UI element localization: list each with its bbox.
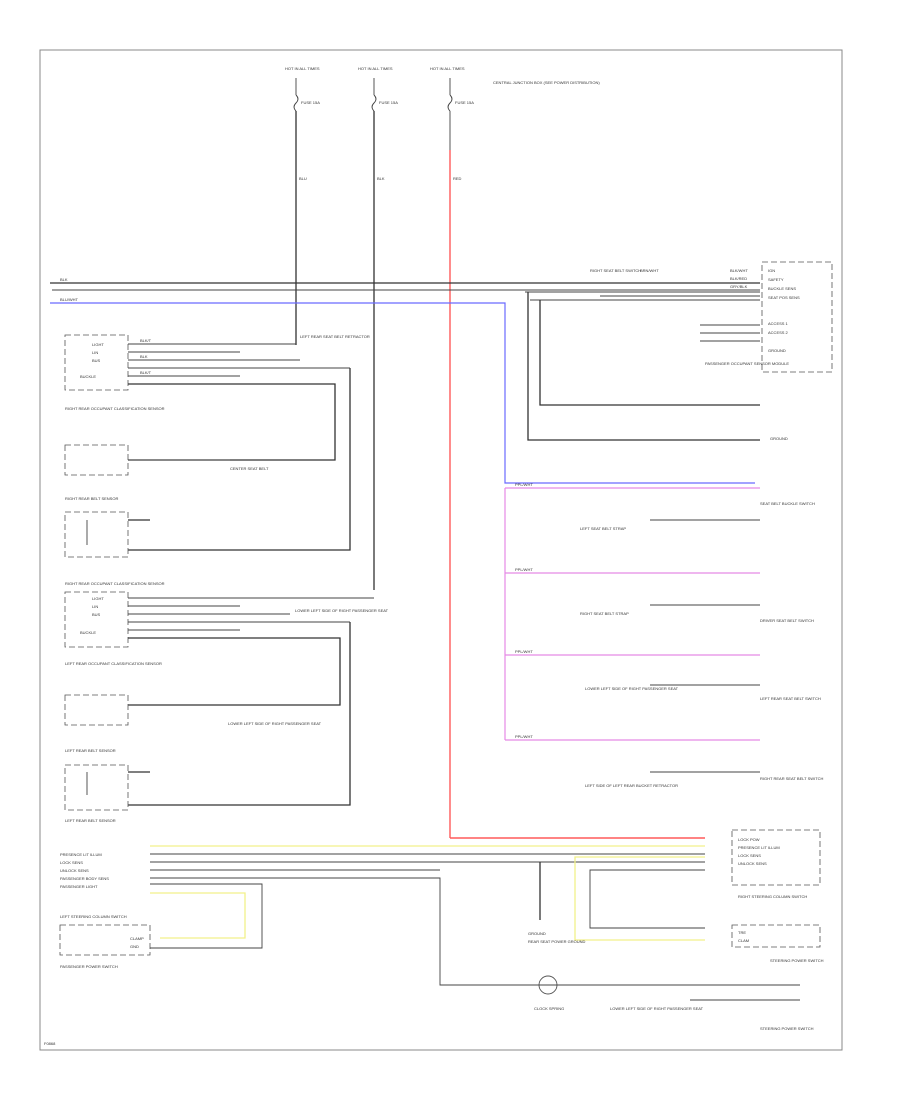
svg-text:SEAT POS SENS: SEAT POS SENS — [768, 295, 800, 300]
svg-text:CLAMP: CLAMP — [130, 936, 144, 941]
left-section-title-4: LEFT REAR BELT SENSOR — [65, 748, 116, 753]
fuse-1-hot-label: HOT IN ALL TIMES — [285, 66, 320, 71]
svg-text:DRIVER SEAT BELT SWITCH: DRIVER SEAT BELT SWITCH — [760, 618, 814, 623]
left-section-2: RIGHT REAR OCCUPANT CLASSIFICATION SENSO… — [64, 581, 389, 806]
svg-text:LOCK POW: LOCK POW — [738, 837, 760, 842]
fuse-box-note: CENTRAL JUNCTION BOX (SEE POWER DISTRIBU… — [493, 80, 600, 85]
svg-text:CLAM: CLAM — [738, 938, 749, 943]
svg-text:ACCESS 2: ACCESS 2 — [768, 330, 789, 335]
svg-text:BLK/RED: BLK/RED — [730, 276, 747, 281]
fuse-3-hot-label: HOT IN ALL TIMES — [430, 66, 465, 71]
svg-text:TRE: TRE — [738, 930, 746, 935]
svg-text:PASSENGER OCCUPANT SENSOR MODU: PASSENGER OCCUPANT SENSOR MODULE — [705, 361, 789, 366]
diagram-frame — [39, 49, 843, 1051]
svg-text:BUCKLE: BUCKLE — [80, 374, 96, 379]
svg-text:RIGHT STEERING COLUMN SWITCH: RIGHT STEERING COLUMN SWITCH — [738, 894, 807, 899]
svg-text:LEFT REAR SEAT BELT RETRACTOR: LEFT REAR SEAT BELT RETRACTOR — [300, 334, 370, 339]
svg-text:LIGHT: LIGHT — [92, 596, 104, 601]
svg-text:BLK/WHT: BLK/WHT — [730, 268, 748, 273]
fuse-1-wire-label: BLU — [299, 176, 307, 181]
svg-text:GROUND: GROUND — [770, 436, 788, 441]
svg-text:LIN: LIN — [92, 350, 98, 355]
ground-point: GROUND REAR SEAT POWER GROUND — [528, 862, 586, 944]
svg-text:BUS: BUS — [92, 358, 101, 363]
svg-text:GND: GND — [130, 944, 139, 949]
right-switch-1: PPL/WHT LEFT SEAT BELT STRAP SEAT BELT B… — [505, 482, 815, 531]
svg-text:BUS: BUS — [92, 612, 101, 617]
fuse-column-1: HOT IN ALL TIMES FUSE 15A BLU — [285, 66, 320, 345]
svg-text:PPL/WHT: PPL/WHT — [515, 649, 533, 654]
svg-text:UNLOCK SENS: UNLOCK SENS — [738, 861, 767, 866]
top-bus-right-label: RIGHT SEAT BELT SWITCH — [590, 268, 641, 273]
svg-text:CLOCK SPRING: CLOCK SPRING — [534, 1006, 564, 1011]
svg-text:LOCK SENS: LOCK SENS — [60, 860, 83, 865]
svg-text:BUCKLE: BUCKLE — [80, 630, 96, 635]
svg-text:PASSENGER BODY SENS: PASSENGER BODY SENS — [60, 876, 109, 881]
svg-text:ACCESS 1: ACCESS 1 — [768, 321, 789, 326]
top-bus-left-label: BLK — [60, 277, 68, 282]
right-switch-4: PPL/WHT LEFT SIDE OF LEFT REAR BUCKET RE… — [505, 734, 824, 788]
svg-text:LIGHT: LIGHT — [92, 342, 104, 347]
left-section-title-3: LEFT REAR OCCUPANT CLASSIFICATION SENSOR — [65, 661, 162, 666]
fuse-2-label: FUSE 15A — [379, 100, 398, 105]
svg-text:PASSENGER LIGHT: PASSENGER LIGHT — [60, 884, 98, 889]
svg-text:STEERING POWER SWITCH: STEERING POWER SWITCH — [760, 1026, 814, 1031]
fuse-column-2: HOT IN ALL TIMES FUSE 15A BLK — [358, 66, 398, 590]
fuse-1-label: FUSE 15A — [301, 100, 320, 105]
fuse-2-wire-label: BLK — [377, 176, 385, 181]
svg-text:LOWER LEFT SIDE OF RIGHT PASSE: LOWER LEFT SIDE OF RIGHT PASSENGER SEAT — [295, 608, 389, 613]
svg-text:LOWER LEFT SIDE OF RIGHT PASSE: LOWER LEFT SIDE OF RIGHT PASSENGER SEAT — [228, 721, 322, 726]
svg-text:BLK/T: BLK/T — [140, 370, 152, 375]
svg-text:GROUND: GROUND — [528, 931, 546, 936]
svg-text:PRESENCE LIT ILLUM: PRESENCE LIT ILLUM — [60, 852, 102, 857]
svg-text:PPL/WHT: PPL/WHT — [515, 482, 533, 487]
svg-text:RIGHT REAR SEAT BELT SWITCH: RIGHT REAR SEAT BELT SWITCH — [760, 776, 824, 781]
left-steering-column-switch: PRESENCE LIT ILLUM LOCK SENS UNLOCK SENS… — [59, 845, 705, 986]
svg-text:LEFT STEERING COLUMN SWITCH: LEFT STEERING COLUMN SWITCH — [60, 914, 127, 919]
svg-text:SEAT BELT BUCKLE SWITCH: SEAT BELT BUCKLE SWITCH — [760, 501, 815, 506]
svg-text:BLK/T: BLK/T — [140, 338, 152, 343]
svg-text:LEFT REAR SEAT BELT SWITCH: LEFT REAR SEAT BELT SWITCH — [760, 696, 821, 701]
left-section-title-2: RIGHT REAR BELT SENSOR — [65, 496, 118, 501]
blue-bus-label: BLU/WHT — [60, 297, 79, 302]
left-section-title-1: RIGHT REAR OCCUPANT CLASSIFICATION SENSO… — [65, 406, 165, 411]
svg-text:GROUND: GROUND — [768, 348, 786, 353]
svg-text:LEFT SIDE OF LEFT REAR BUCKET: LEFT SIDE OF LEFT REAR BUCKET RETRACTOR — [585, 783, 678, 788]
fuse-2-hot-label: HOT IN ALL TIMES — [358, 66, 393, 71]
left-section-1: LIGHT LIN BUS BUCKLE BLK/T BLK BLK/T LEF… — [64, 334, 370, 551]
fuse-3-label: FUSE 15A — [455, 100, 474, 105]
svg-text:SAFETY: SAFETY — [768, 277, 784, 282]
svg-text:PRESENCE LIT ILLUM: PRESENCE LIT ILLUM — [738, 845, 780, 850]
svg-text:CENTER SEAT BELT: CENTER SEAT BELT — [230, 466, 269, 471]
svg-text:UNLOCK SENS: UNLOCK SENS — [60, 868, 89, 873]
right-switch-2: PPL/WHT RIGHT SEAT BELT STRAP DRIVER SEA… — [505, 567, 814, 623]
svg-text:PPL/WHT: PPL/WHT — [515, 567, 533, 572]
svg-text:IGN: IGN — [768, 268, 775, 273]
svg-text:PASSENGER POWER SWITCH: PASSENGER POWER SWITCH — [60, 964, 118, 969]
svg-text:BRN/WHT: BRN/WHT — [640, 268, 659, 273]
svg-text:LOWER LEFT SIDE OF RIGHT PASSE: LOWER LEFT SIDE OF RIGHT PASSENGER SEAT — [610, 1006, 704, 1011]
svg-text:REAR SEAT POWER GROUND: REAR SEAT POWER GROUND — [528, 939, 586, 944]
svg-text:GRY/BLK: GRY/BLK — [730, 284, 748, 289]
svg-text:PPL/WHT: PPL/WHT — [515, 734, 533, 739]
blue-bus-wire — [50, 302, 755, 484]
svg-text:RIGHT REAR OCCUPANT CLASSIFICA: RIGHT REAR OCCUPANT CLASSIFICATION SENSO… — [65, 581, 165, 586]
svg-text:BUCKLE SENS: BUCKLE SENS — [768, 286, 796, 291]
svg-text:LOWER LEFT SIDE OF RIGHT PASSE: LOWER LEFT SIDE OF RIGHT PASSENGER SEAT — [585, 686, 679, 691]
clock-spring: CLOCK SPRING LOWER LEFT SIDE OF RIGHT PA… — [480, 975, 814, 1031]
occupant-sensor-module: BRN/WHT BLK/WHT BLK/RED GRY/BLK IGN SAFE… — [525, 261, 833, 441]
right-steering-column-switch: LOCK POW PRESENCE LIT ILLUM LOCK SENS UN… — [574, 829, 824, 963]
svg-text:LIN: LIN — [92, 604, 98, 609]
svg-text:LEFT SEAT BELT STRAP: LEFT SEAT BELT STRAP — [580, 526, 626, 531]
right-switch-3: PPL/WHT LOWER LEFT SIDE OF RIGHT PASSENG… — [504, 488, 821, 740]
left-section-title-5: LEFT REAR BELT SENSOR — [65, 818, 116, 823]
svg-text:RIGHT SEAT BELT STRAP: RIGHT SEAT BELT STRAP — [580, 611, 629, 616]
svg-text:STEERING POWER SWITCH: STEERING POWER SWITCH — [770, 958, 824, 963]
fuse-column-3: HOT IN ALL TIMES FUSE 15A RED — [430, 66, 705, 839]
fuse-3-wire-label: RED — [453, 176, 462, 181]
footer-code: F0868 — [44, 1041, 56, 1046]
svg-text:LOCK SENS: LOCK SENS — [738, 853, 761, 858]
svg-text:BLK: BLK — [140, 354, 148, 359]
